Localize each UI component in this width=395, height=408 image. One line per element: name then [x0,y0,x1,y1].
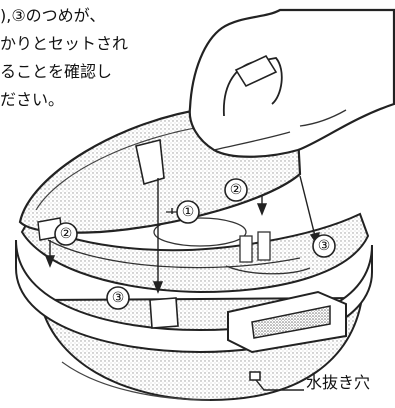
callout-3-marker-bottom: ③ [106,286,130,310]
callout-3-marker-right: ③ [312,234,336,258]
hand [188,8,395,158]
callout-2-left: ② [60,226,73,242]
alignment-arrows [44,175,320,294]
callout-2-right: ② [230,182,243,198]
callout-3-right: ③ [318,238,331,254]
instruction-line: ださい。 [0,90,65,109]
callout-2-marker-left: ② [54,222,78,246]
callout-1-marker: ① [166,200,200,224]
container-rim [20,212,370,294]
callout-2-marker-right: ② [224,178,248,202]
instruction-line: ),③のつめが、 [0,6,106,25]
instruction-line: ることを確認し [0,62,113,81]
inner-floor [47,217,311,275]
drain-leader-line [255,379,304,391]
instruction-line: かりとセットされ [0,34,129,53]
base-container [15,239,373,402]
instruction-text: ),③のつめが、 かりとセットされ ることを確認し ださい。 [0,2,190,114]
callout-1: ① [182,204,195,220]
drain-hole-label: 水抜き穴 [306,373,371,392]
callout-3-bottom: ③ [112,290,125,306]
handle [227,290,347,354]
